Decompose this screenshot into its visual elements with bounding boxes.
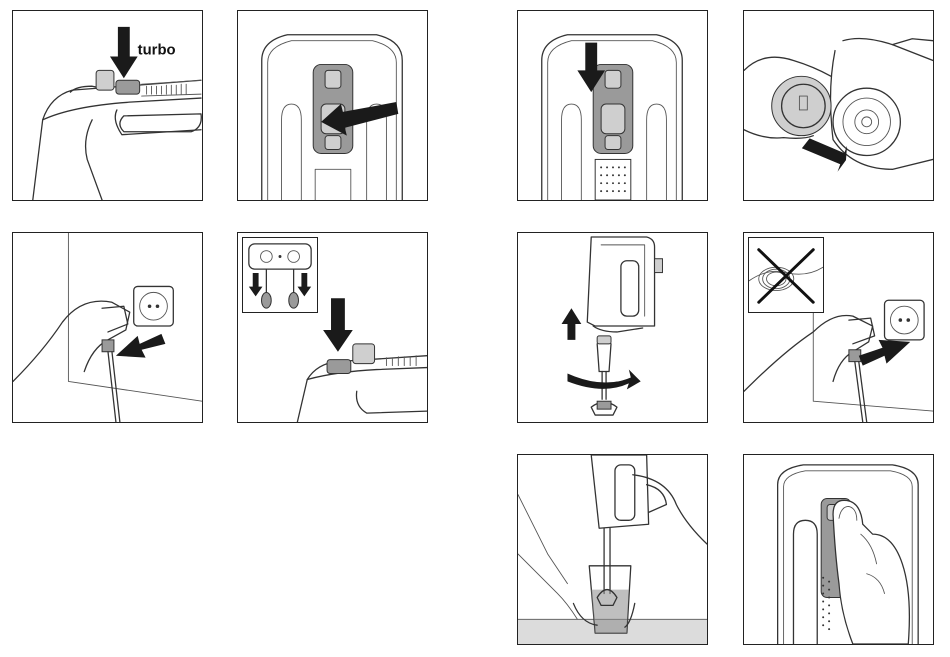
figure-press-speed-button bbox=[743, 454, 934, 645]
slider-illustration bbox=[518, 11, 707, 200]
attachment-illustration bbox=[744, 11, 933, 200]
release-button-illustration bbox=[238, 11, 427, 200]
turbo-label: turbo bbox=[138, 43, 176, 59]
figure-eject-beaters-inset bbox=[242, 237, 318, 313]
figure-plug-in-power bbox=[743, 232, 934, 423]
figure-twist-attachment bbox=[743, 10, 934, 201]
figure-plug-in-power-inset bbox=[748, 237, 824, 313]
unplug-illustration bbox=[13, 233, 202, 422]
figure-release-shaft-button bbox=[237, 10, 428, 201]
turbo-button-illustration: turbo bbox=[13, 11, 202, 200]
beaker-illustration bbox=[518, 455, 707, 644]
figure-eject-beaters bbox=[237, 232, 428, 423]
thumb-press-illustration bbox=[744, 455, 933, 644]
no-cord-wrap-illustration bbox=[749, 238, 823, 312]
figure-turbo-button-press: turbo bbox=[12, 10, 203, 201]
figure-slide-speed-selector bbox=[517, 10, 708, 201]
beater-inset-illustration bbox=[243, 238, 317, 312]
blender-shaft-illustration bbox=[518, 233, 707, 422]
figure-blend-in-beaker bbox=[517, 454, 708, 645]
figure-insert-blender-shaft bbox=[517, 232, 708, 423]
figure-unplug-power bbox=[12, 232, 203, 423]
